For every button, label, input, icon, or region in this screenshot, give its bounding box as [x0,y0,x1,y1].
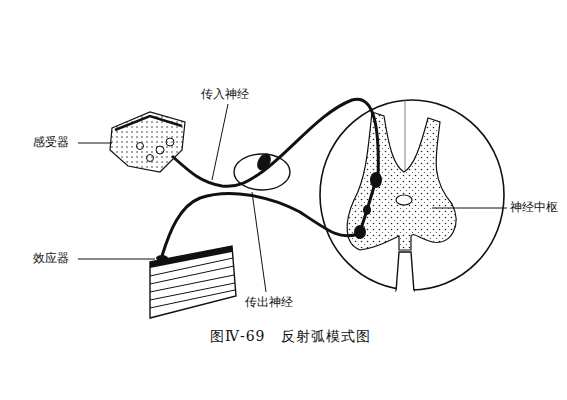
receptor [110,112,185,172]
leader-line [432,208,507,209]
leader-line [212,104,228,180]
leader-line [78,259,155,260]
leader-line [252,192,266,292]
part-label: 传出神经 [244,295,294,309]
effector-muscle [150,246,236,318]
posterior-septum [405,100,406,170]
part-label: 神经中枢 [509,200,559,214]
figure-caption: 图Ⅳ-69 反射弧模式图 [210,328,371,346]
part-label: 传入神经 [200,87,250,101]
afferent-nerve [172,99,378,186]
part-label: 感受器 [32,135,70,149]
leader-line [78,143,112,144]
anterior-fissure [396,252,414,292]
ganglion-cell [254,151,273,173]
gray-matter [347,112,456,250]
central-canal [396,195,412,205]
part-label: 效应器 [32,251,70,265]
